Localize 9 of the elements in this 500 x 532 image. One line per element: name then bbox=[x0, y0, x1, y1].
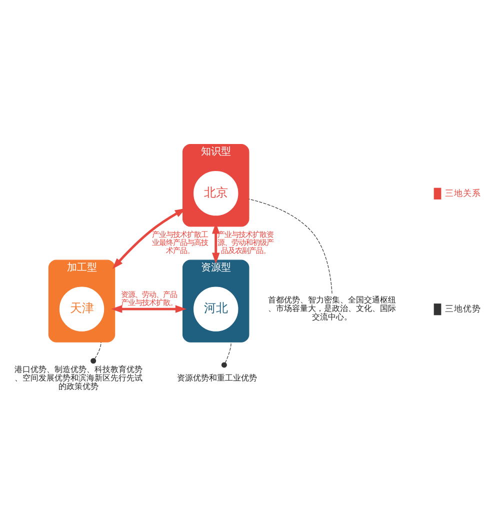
connector bbox=[221, 341, 232, 368]
legend-label: 三地关系 bbox=[444, 188, 481, 198]
node-circle: 河北 bbox=[194, 286, 238, 331]
connector bbox=[248, 198, 332, 294]
node-circle: 北京 bbox=[194, 170, 238, 216]
legend-label: 三地优势 bbox=[444, 304, 481, 314]
arrow bbox=[111, 304, 186, 312]
node-circle: 天津 bbox=[59, 286, 104, 331]
connector bbox=[90, 341, 102, 364]
